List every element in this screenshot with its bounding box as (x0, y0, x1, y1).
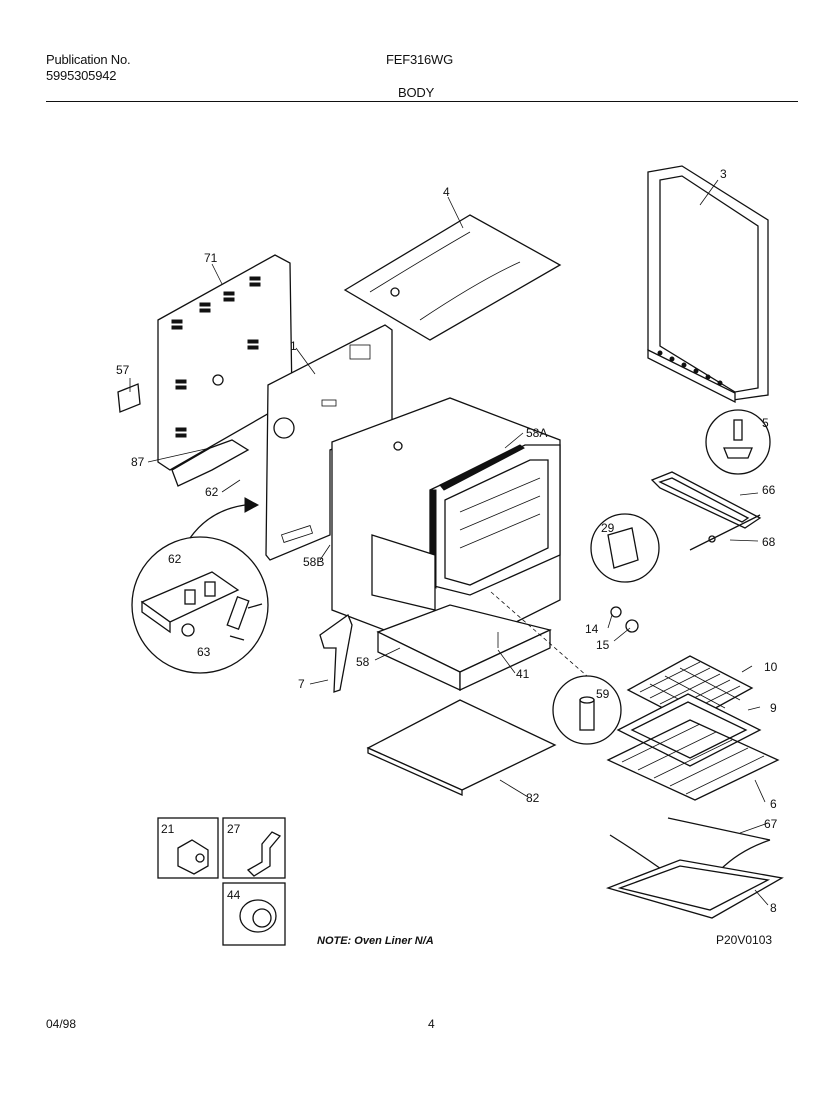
label-9: 9 (770, 701, 777, 715)
broil-pan-part (616, 693, 762, 767)
terminal-block-detail (131, 497, 269, 674)
top-plate-part (343, 214, 562, 341)
small-plate-part (117, 383, 141, 413)
label-27: 27 (227, 822, 241, 836)
label-8: 8 (770, 901, 777, 915)
part-box-27 (222, 817, 286, 879)
footer-date: 04/98 (46, 1017, 77, 1031)
label-67: 67 (764, 817, 778, 831)
oven-door-part (647, 165, 769, 404)
label-68: 68 (762, 535, 776, 549)
back-panel-part (157, 254, 293, 487)
light-socket-part (610, 606, 622, 618)
label-58a: 58A (526, 426, 547, 440)
label-58: 58 (356, 655, 370, 669)
broil-element-part (650, 471, 762, 551)
label-15: 15 (596, 638, 610, 652)
label-29: 29 (601, 521, 615, 535)
label-82: 82 (526, 791, 540, 805)
frame-side-part (265, 324, 393, 561)
label-58b: 58B (303, 555, 324, 569)
label-44: 44 (227, 888, 241, 902)
bottom-panel-part (366, 699, 557, 797)
oven-light-part (552, 675, 622, 745)
drawing-id: P20V0103 (716, 933, 773, 947)
broil-pan-insert-part (626, 655, 754, 723)
page-number: 4 (428, 1017, 435, 1031)
part-box-44 (222, 882, 286, 946)
part-number-labels: 71 57 87 62 1 58B 4 58A 3 5 66 68 29 14 … (116, 167, 778, 915)
door-hinge-part (319, 613, 353, 693)
label-5: 5 (762, 416, 769, 430)
model-number: FEF316WG (386, 52, 454, 67)
publication-label: Publication No. (46, 52, 131, 67)
label-87: 87 (131, 455, 145, 469)
label-14: 14 (585, 622, 599, 636)
part-box-21 (157, 817, 219, 879)
label-57: 57 (116, 363, 130, 377)
label-21: 21 (161, 822, 175, 836)
leader-lines (129, 179, 769, 906)
oven-rack-part (606, 719, 780, 801)
label-7: 7 (298, 677, 305, 691)
door-latch-part (590, 513, 660, 583)
label-6: 6 (770, 797, 777, 811)
label-3: 3 (720, 167, 727, 181)
label-1: 1 (290, 339, 297, 353)
section-title: BODY (398, 85, 435, 100)
label-62-detail: 62 (168, 552, 182, 566)
label-10: 10 (764, 660, 778, 674)
publication-number: 5995305942 (46, 68, 117, 83)
label-62: 62 (205, 485, 219, 499)
lower-panel-part (605, 859, 784, 919)
header-rule (46, 101, 798, 102)
label-41: 41 (516, 667, 530, 681)
label-66: 66 (762, 483, 776, 497)
oven-liner-note: NOTE: Oven Liner N/A (317, 935, 434, 947)
label-59: 59 (596, 687, 610, 701)
oven-cavity-part (331, 397, 561, 656)
label-4: 4 (443, 185, 450, 199)
label-63: 63 (197, 645, 211, 659)
label-71: 71 (204, 251, 218, 265)
leveling-leg-part (705, 409, 771, 475)
